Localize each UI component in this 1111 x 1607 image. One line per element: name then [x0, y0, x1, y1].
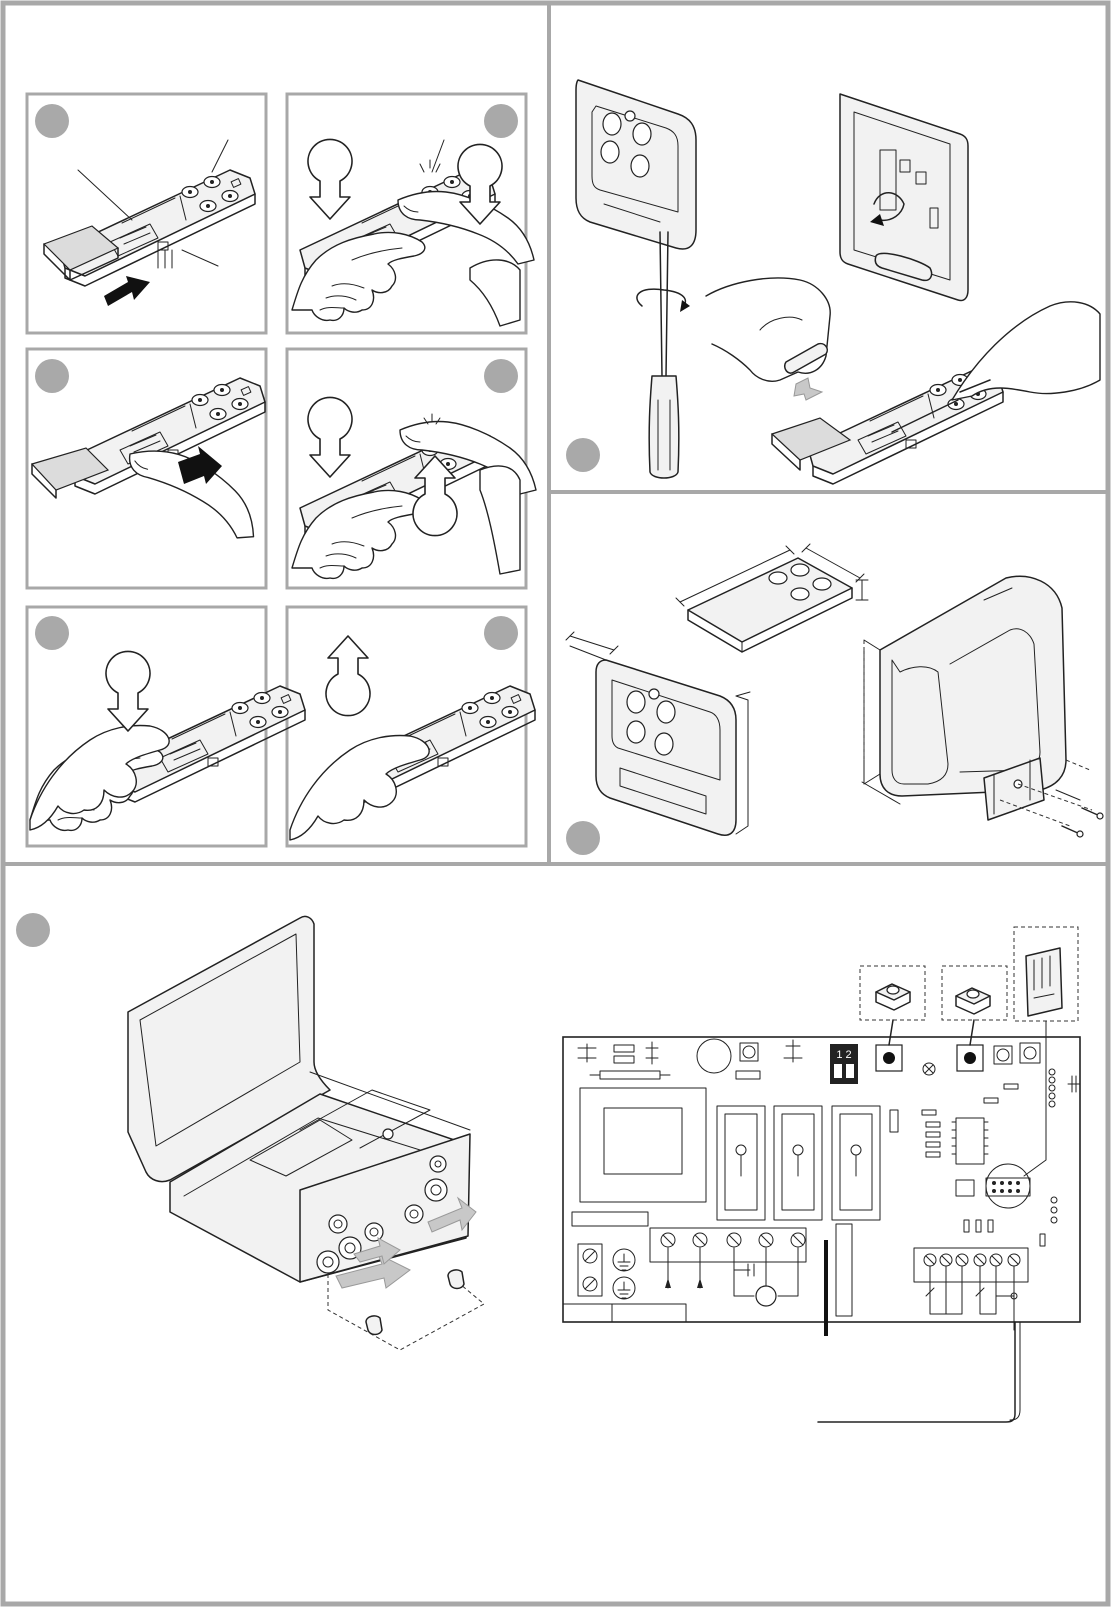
receiver-housing [862, 576, 1090, 804]
screwdriver-icon [637, 232, 690, 478]
antenna-wire [818, 1322, 1015, 1422]
press-arrow-left-icon [308, 139, 352, 219]
wall-switch-back [840, 94, 968, 301]
release-arrow-icon [326, 636, 370, 716]
step-4-illustration [292, 397, 536, 578]
step-5-illustration [30, 651, 305, 830]
receiver-pcb: 1 2 [563, 927, 1080, 1422]
step-badge-5 [35, 616, 69, 650]
remote-steps-panel [27, 94, 536, 846]
screwdriver-hand [952, 302, 1100, 400]
dimensions-panel [566, 544, 1103, 855]
step-3-illustration [32, 378, 265, 541]
step-1-illustration [44, 140, 255, 306]
receiver-wiring-panel: 1 2 [16, 913, 1080, 1422]
panel-badge-wiring [16, 913, 50, 947]
dip-switch-label: 1 2 [836, 1049, 851, 1061]
step-badge-4 [484, 359, 518, 393]
step-badge-6 [484, 616, 518, 650]
press-arrow-icon [106, 651, 150, 731]
pull-arrow-icon [104, 276, 150, 306]
remote-dimension [676, 544, 868, 652]
press-arrow-icon [308, 397, 352, 477]
panel-badge-dimensions [566, 821, 600, 855]
motor-symbol [756, 1286, 776, 1306]
step-badge-1 [35, 104, 69, 138]
open-receiver-box [128, 916, 484, 1350]
wall-switch-dimension [566, 632, 750, 835]
panel-badge-wall [566, 438, 600, 472]
step-badge-2 [484, 104, 518, 138]
step-2-illustration [292, 139, 534, 326]
step-badge-3 [35, 359, 69, 393]
cable-grommet-2 [448, 1270, 464, 1289]
battery-hand [706, 278, 830, 400]
cable-grommet-1 [366, 1316, 382, 1335]
wall-switch-battery-panel [566, 80, 1100, 484]
step-6-illustration [290, 636, 535, 840]
wall-switch-front [576, 80, 696, 249]
